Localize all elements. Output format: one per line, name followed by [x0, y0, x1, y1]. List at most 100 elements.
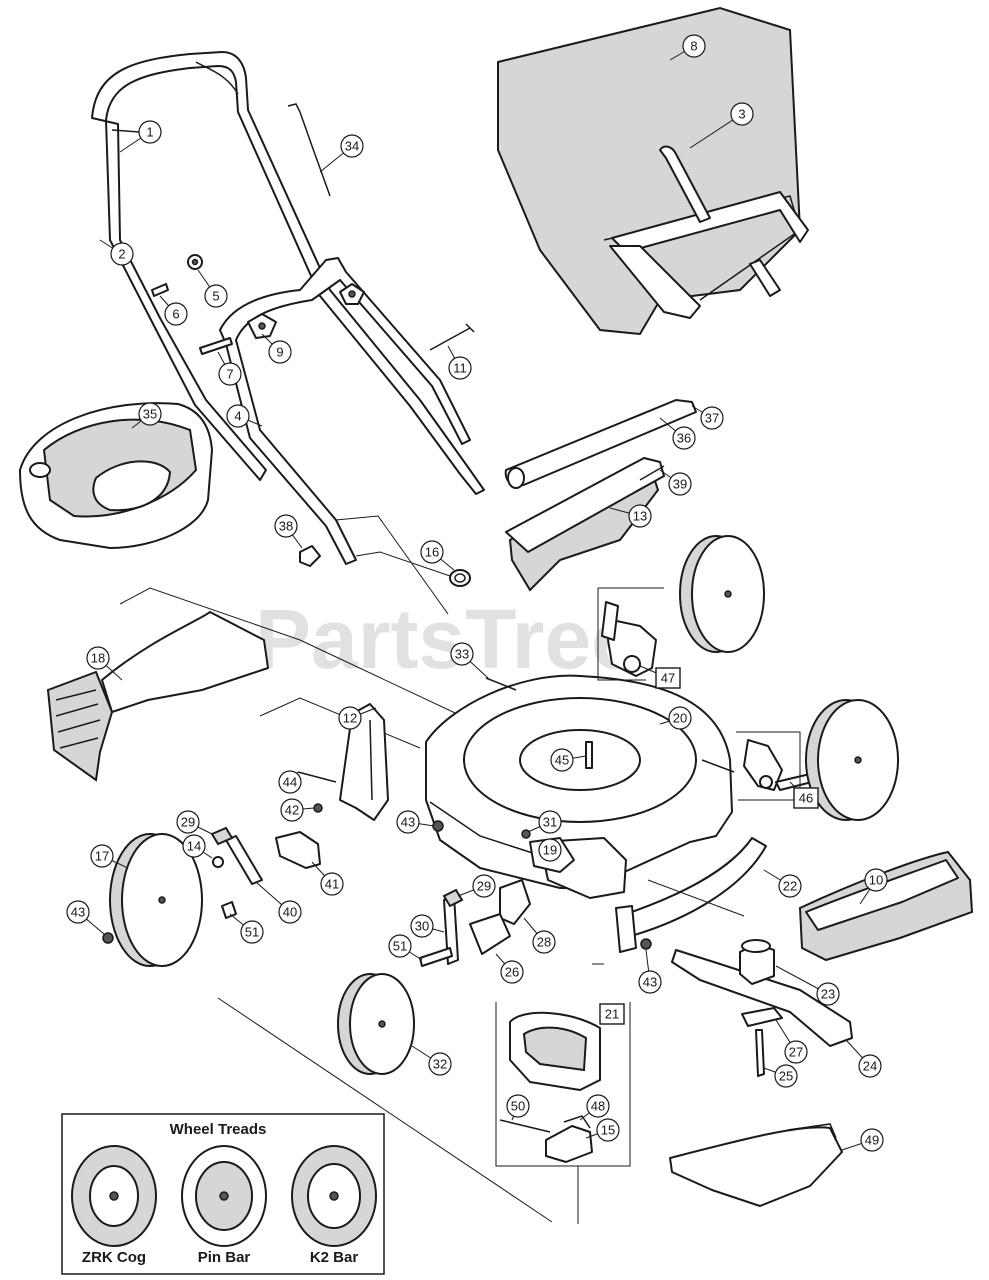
callout-p40[interactable]: 40	[255, 881, 302, 924]
callout-p11[interactable]: 11	[447, 345, 472, 380]
clip-6	[151, 283, 169, 297]
callout-bubble	[774, 1064, 798, 1088]
callout-number: 37	[705, 411, 719, 426]
callout-number: 46	[799, 791, 813, 806]
callout-number: 17	[95, 849, 109, 864]
callout-bubble	[860, 1128, 884, 1152]
callout-p3[interactable]: 3	[689, 102, 754, 149]
callout-number: 28	[537, 935, 551, 950]
callout-p36[interactable]: 36	[659, 417, 696, 450]
callout-p18[interactable]: 18	[86, 646, 123, 681]
callout-p29b[interactable]: 29	[457, 874, 496, 898]
callout-bubble	[532, 930, 556, 954]
callout-number: 24	[863, 1059, 877, 1074]
callout-p8[interactable]: 8	[669, 34, 706, 61]
callout-number: 8	[690, 39, 697, 54]
callout-p47[interactable]: 47	[639, 665, 681, 689]
callout-p51a[interactable]: 51	[229, 913, 264, 944]
stiffener-27	[741, 1007, 783, 1027]
callout-p9[interactable]: 9	[261, 333, 292, 364]
callout-number: 5	[212, 289, 219, 304]
callout-p43b[interactable]: 43	[396, 810, 435, 834]
bolt-51b	[419, 947, 453, 967]
callout-number: 27	[789, 1045, 803, 1060]
callout-p30[interactable]: 30	[410, 914, 445, 938]
callout-bubble	[388, 934, 412, 958]
callout-p42[interactable]: 42	[280, 798, 315, 822]
callout-number: 38	[279, 519, 293, 534]
callout-number: 10	[869, 873, 883, 888]
callout-p10[interactable]: 10	[859, 868, 888, 905]
callout-number: 51	[393, 939, 407, 954]
callout-number: 43	[401, 815, 415, 830]
callout-p43c[interactable]: 43	[638, 949, 662, 994]
callout-p45[interactable]: 45	[550, 748, 587, 772]
callout-p16[interactable]: 16	[420, 540, 455, 571]
callout-p35[interactable]: 35	[131, 402, 162, 429]
bumper-10	[798, 850, 974, 962]
callout-bubble	[66, 900, 90, 924]
blade-adapter-23	[739, 939, 775, 985]
callout-p48[interactable]: 48	[579, 1094, 610, 1121]
callout-p43a[interactable]: 43	[66, 900, 105, 935]
callout-bubble	[448, 356, 472, 380]
handle-guide-lines	[335, 515, 451, 615]
callout-p20[interactable]: 20	[659, 706, 692, 730]
callout-p41[interactable]: 41	[311, 861, 344, 896]
lower-handle	[219, 257, 471, 565]
callout-bubble	[628, 504, 652, 528]
height-adjuster-47	[601, 601, 657, 677]
callout-p31[interactable]: 31	[527, 810, 562, 834]
callout-p19[interactable]: 19	[538, 838, 562, 862]
callout-p44[interactable]: 44	[278, 770, 302, 794]
callout-bubble	[420, 540, 444, 564]
callout-p17[interactable]: 17	[90, 844, 129, 869]
callout-p51b[interactable]: 51	[388, 934, 423, 961]
callout-p34[interactable]: 34	[319, 134, 364, 173]
callout-bubble	[226, 404, 250, 428]
callout-p1[interactable]: 1	[119, 120, 162, 153]
callout-p33[interactable]: 33	[450, 642, 489, 679]
handle-knob-9	[247, 313, 277, 339]
callout-p46[interactable]: 46	[789, 781, 819, 809]
callout-p12[interactable]: 12	[338, 706, 377, 730]
callout-p21[interactable]: 21	[599, 1003, 625, 1025]
callout-p6[interactable]: 6	[159, 295, 188, 326]
callout-bubble	[218, 362, 242, 386]
callout-p27[interactable]: 27	[775, 1019, 808, 1064]
callout-p15[interactable]: 15	[585, 1118, 620, 1142]
callout-number: 20	[673, 711, 687, 726]
callout-bubble	[506, 1094, 530, 1118]
callout-p24[interactable]: 24	[845, 1039, 882, 1078]
callout-p37[interactable]: 37	[691, 405, 724, 430]
callout-p50[interactable]: 50	[506, 1094, 530, 1121]
bag-frame-3	[609, 145, 809, 319]
callout-number: 39	[673, 477, 687, 492]
callout-p7[interactable]: 7	[217, 351, 242, 386]
nut-42	[313, 803, 323, 813]
callout-p23[interactable]: 23	[775, 965, 840, 1006]
callout-p5[interactable]: 5	[197, 269, 228, 308]
callout-p49[interactable]: 49	[841, 1128, 884, 1152]
wheel-bracket-28	[499, 879, 531, 925]
callout-number: 43	[643, 975, 657, 990]
callout-bubble	[730, 102, 754, 126]
callout-p22[interactable]: 22	[763, 869, 802, 898]
callout-bubble	[672, 426, 696, 450]
callout-number: 51	[245, 925, 259, 940]
callout-p29a[interactable]: 29	[176, 810, 213, 835]
callout-p13[interactable]: 13	[609, 504, 652, 528]
callout-bubble	[596, 1118, 620, 1142]
callout-p2[interactable]: 2	[99, 239, 134, 266]
cap-29b	[442, 888, 464, 908]
callout-p25[interactable]: 25	[763, 1064, 798, 1088]
callout-p4[interactable]: 4	[226, 404, 263, 428]
callout-p32[interactable]: 32	[411, 1045, 452, 1076]
callout-number: 22	[783, 879, 797, 894]
callout-p14[interactable]: 14	[182, 834, 213, 859]
callout-p38[interactable]: 38	[274, 514, 303, 549]
callout-p26[interactable]: 26	[495, 953, 524, 984]
callout-p28[interactable]: 28	[523, 917, 556, 954]
callout-p39[interactable]: 39	[659, 469, 692, 496]
